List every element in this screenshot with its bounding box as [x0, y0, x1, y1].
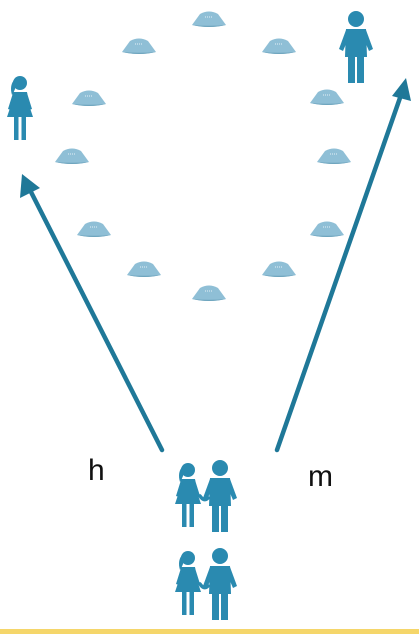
woman-icon: [7, 76, 33, 140]
couple-back: [175, 548, 237, 620]
cone-icon: [309, 89, 345, 106]
man-icon: [339, 11, 373, 83]
cone-icon: [126, 261, 162, 278]
cone-icon: [309, 221, 345, 238]
path-label-m: m: [308, 460, 333, 493]
cone-icon: [54, 148, 90, 165]
arrow-icon: [20, 174, 40, 198]
arrow-left: [20, 174, 165, 453]
arrow-icon: [392, 78, 411, 101]
couple-front: [175, 460, 237, 532]
cone-icon: [121, 38, 157, 55]
cone-ring: [54, 11, 352, 302]
arrow-right: [274, 78, 411, 453]
ground-line: [0, 629, 419, 634]
cone-icon: [261, 38, 297, 55]
cone-icon: [71, 90, 107, 107]
cone-icon: [191, 11, 227, 28]
cone-icon: [76, 221, 112, 238]
cone-icon: [261, 261, 297, 278]
cone-icon: [191, 285, 227, 302]
cone-icon: [316, 148, 352, 165]
path-label-h: h: [88, 454, 105, 487]
